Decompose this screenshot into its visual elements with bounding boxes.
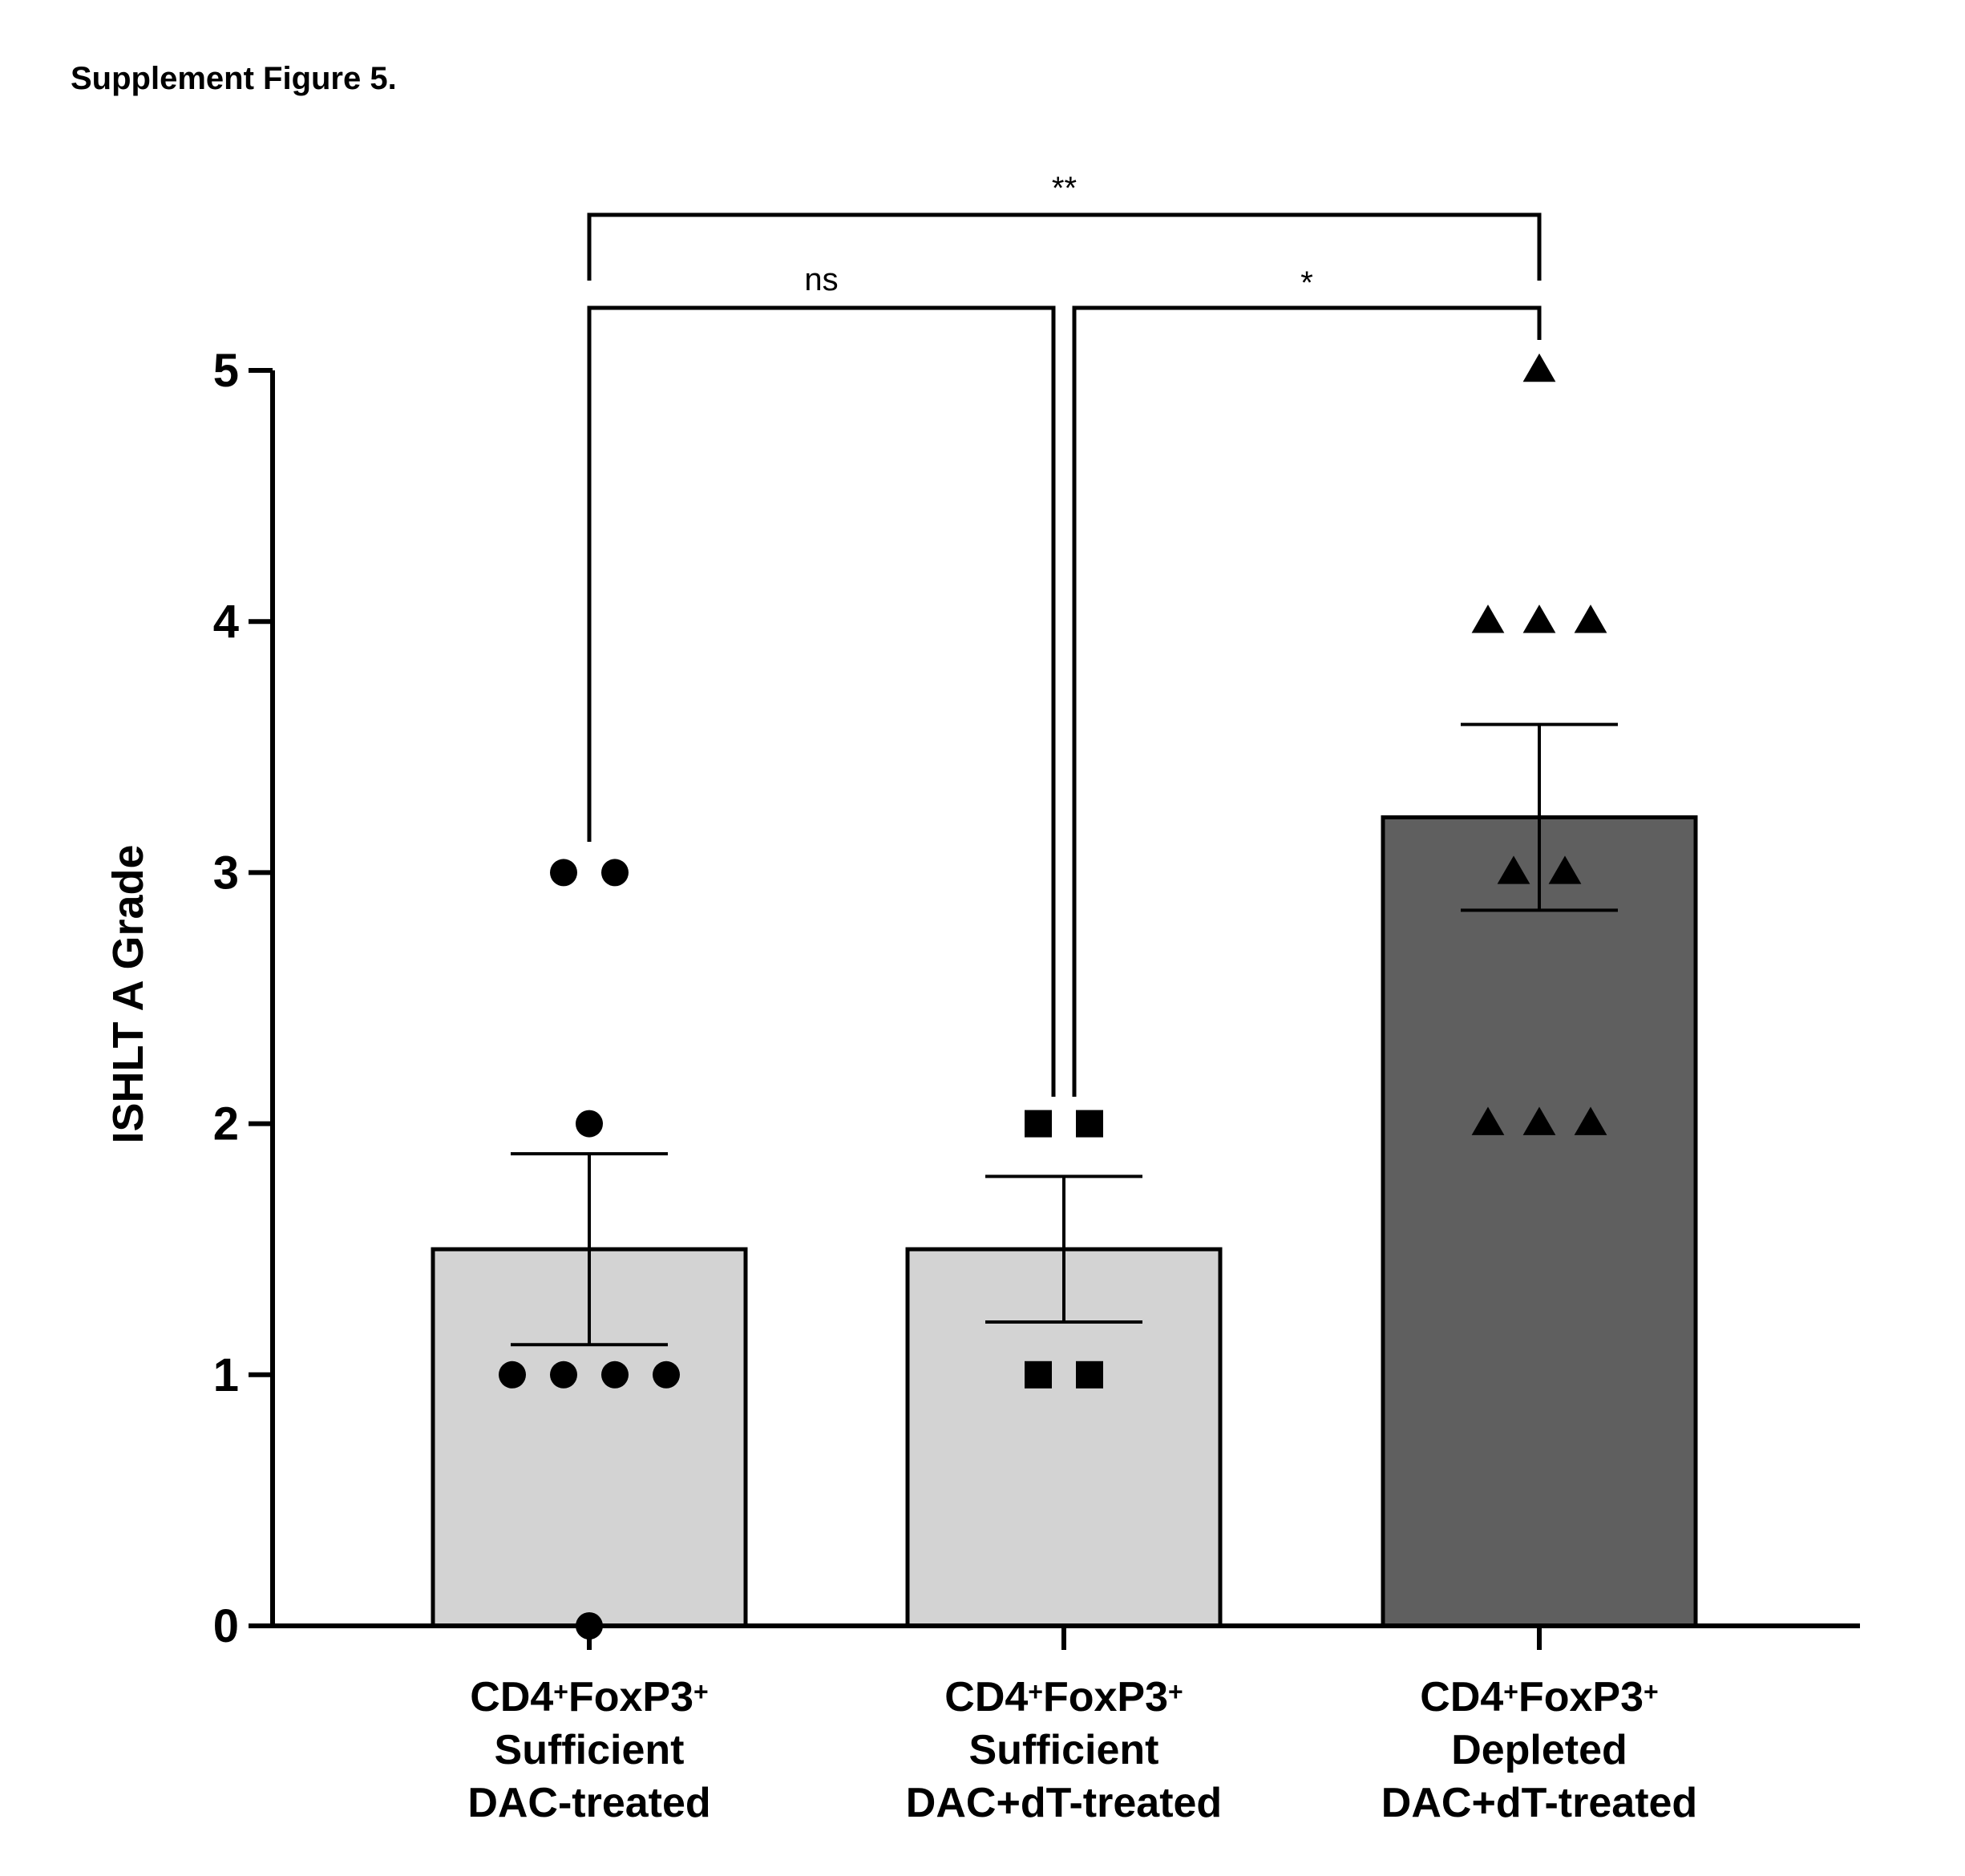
- x-tick-label-line3-0: DAC-treated: [467, 1780, 710, 1826]
- x-tick-label-line2-2: Depleted: [1451, 1727, 1627, 1773]
- data-point-2-4-0: [1471, 604, 1505, 633]
- data-point-0-2-0: [576, 1110, 603, 1138]
- x-tick-label-part-0-1: +: [553, 1677, 568, 1706]
- data-point-2-2-2: [1574, 1106, 1607, 1135]
- error-bar-0: [511, 1152, 668, 1347]
- data-point-0-1-3: [653, 1361, 680, 1389]
- x-tick-label-line3-2: DAC+dT-treated: [1381, 1780, 1697, 1826]
- data-point-2-2-1: [1522, 1106, 1556, 1135]
- y-tick-label-1: 1: [213, 1349, 239, 1401]
- error-bar-1: [985, 1175, 1142, 1324]
- data-point-1-2-1: [1076, 1110, 1103, 1138]
- data-point-0-1-0: [499, 1361, 526, 1389]
- x-tick-label-line1-1: CD4+FoxP3+: [944, 1674, 1183, 1720]
- x-tick-label-part-1-3: +: [1168, 1677, 1183, 1706]
- x-tick-label-part-1-2: FoxP3: [1043, 1674, 1168, 1720]
- x-tick-label-part-1-1: +: [1028, 1677, 1043, 1706]
- y-tick-label-5: 5: [213, 345, 239, 397]
- x-tick-label-part-0-2: FoxP3: [568, 1674, 693, 1720]
- data-point-0-1-1: [550, 1361, 577, 1389]
- y-tick-label-2: 2: [213, 1098, 239, 1150]
- data-point-0-1-2: [601, 1361, 629, 1389]
- significance-bracket-0: [587, 212, 1542, 281]
- significance-bracket-2: [1072, 305, 1542, 1097]
- bar-2: [1381, 815, 1698, 1628]
- data-point-2-4-2: [1574, 604, 1607, 633]
- x-tick-label-part-0-0: CD4: [470, 1674, 553, 1720]
- data-point-1-2-0: [1025, 1110, 1052, 1138]
- data-point-0-3-1: [601, 859, 629, 887]
- data-point-1-1-0: [1025, 1361, 1052, 1389]
- x-tick-label-part-0-3: +: [693, 1677, 709, 1706]
- x-tick-label-line1-2: CD4+FoxP3+: [1420, 1674, 1658, 1720]
- data-point-2-3-0: [1497, 855, 1530, 884]
- x-tick-label-part-2-0: CD4: [1420, 1674, 1503, 1720]
- y-tick-label-4: 4: [213, 596, 239, 648]
- data-point-1-1-1: [1076, 1361, 1103, 1389]
- x-tick-label-line1-0: CD4+FoxP3+: [470, 1674, 708, 1720]
- data-point-2-2-0: [1471, 1106, 1505, 1135]
- y-tick-label-3: 3: [213, 847, 239, 899]
- x-tick-label-line2-1: Sufficient: [969, 1727, 1159, 1773]
- significance-bracket-1: [587, 305, 1056, 1097]
- significance-label-2: *: [1300, 265, 1313, 301]
- data-point-0-3-0: [550, 859, 577, 887]
- y-axis-title: ISHLT A Grade: [104, 844, 152, 1143]
- x-tick-label-line2-0: Sufficient: [495, 1727, 685, 1773]
- y-tick-label-0: 0: [213, 1600, 239, 1652]
- figure-label: Supplement Figure 5.: [71, 61, 397, 96]
- significance-label-0: **: [1052, 171, 1077, 206]
- data-point-2-5-0: [1522, 353, 1556, 382]
- x-tick-label-part-2-3: +: [1644, 1677, 1659, 1706]
- significance-label-1: ns: [804, 262, 838, 297]
- x-tick-label-part-2-2: FoxP3: [1518, 1674, 1644, 1720]
- x-tick-label-part-2-1: +: [1503, 1677, 1518, 1706]
- data-point-2-3-1: [1548, 855, 1582, 884]
- x-tick-label-line3-1: DAC+dT-treated: [906, 1780, 1222, 1826]
- error-bar-2: [1461, 722, 1618, 912]
- data-point-2-4-1: [1522, 604, 1556, 633]
- x-tick-label-part-1-0: CD4: [944, 1674, 1028, 1720]
